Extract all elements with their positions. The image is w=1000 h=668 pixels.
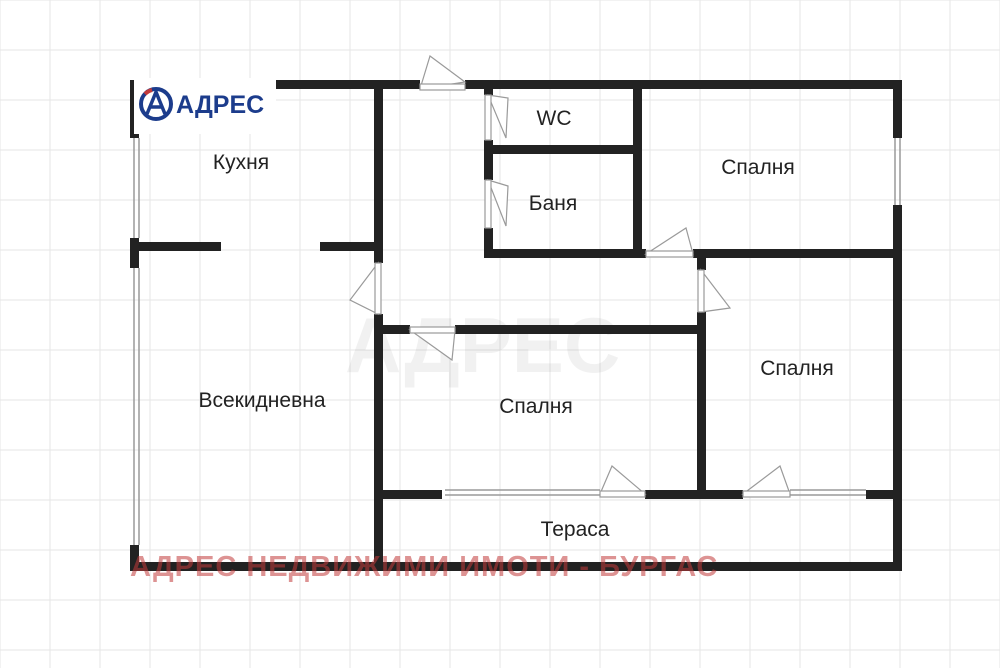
terrace-door-leaf-1 [599,490,646,498]
wall [484,89,493,95]
wall [633,89,642,257]
bedroom-right-terrace-window [790,489,866,496]
room-label-bedroom-right: Спалня [760,357,833,380]
wall [484,145,642,154]
logo-red-arc-icon [143,88,153,96]
room-label-wc: WC [537,107,572,130]
wall [139,242,221,251]
room-label-bath: Баня [529,192,577,215]
bedroom-top-window [894,138,901,205]
wall [383,325,410,334]
wall [465,80,902,89]
bedroom-right-door-swing [700,268,732,313]
room-label-kitchen: Кухня [213,151,269,174]
wall [455,325,706,334]
kitchen-window [133,138,140,238]
bedroom-middle-terrace-window [445,489,600,496]
terrace-door-leaf-2 [742,490,791,498]
room-label-terrace: Тераса [541,518,610,541]
company-logo: АДРЕС [134,78,276,134]
terrace-door-swing-1 [599,465,647,495]
wall [697,258,706,270]
wall [693,249,902,258]
bath-door-swing [486,179,509,227]
wall [484,228,493,258]
wall [320,242,382,251]
bedroom-top-door-swing [643,227,694,255]
room-label-bedroom-top: Спалня [721,156,794,179]
bedroom-top-door-leaf [645,250,694,258]
wall [130,545,139,571]
wc-door-leaf [484,94,492,141]
wall [374,89,383,263]
windows [133,138,901,545]
agency-watermark: АДРЕС НЕДВИЖИМИ ИМОТИ - БУРГАС [130,551,718,583]
room-label-bedroom-middle: Спалня [499,395,572,418]
wall [893,80,902,138]
wall [866,490,902,499]
wall [130,562,902,571]
wall [645,490,743,499]
bedroom-middle-door-leaf [409,326,456,334]
entrance-door-leaf [419,83,466,91]
living-door-leaf [374,262,382,315]
wall [374,490,442,499]
wall [130,238,139,268]
logo-letter-a-icon [145,87,167,115]
logo-text: АДРЕС [176,91,264,119]
living-window [133,268,140,545]
room-label-living: Всекидневна [198,389,325,412]
wall [893,205,902,571]
bath-door-leaf [484,179,492,229]
wall [484,249,646,258]
wall [697,312,706,498]
wc-door-swing [487,94,509,139]
room-labels: Кухня WC Баня Спалня Спалня Спалня Всеки… [198,107,833,541]
doors [349,55,791,498]
bedroom-right-door-leaf [697,269,705,313]
wall [484,140,493,180]
ghost-logo-watermark: АДРЕС [345,301,620,389]
wall [374,314,383,571]
